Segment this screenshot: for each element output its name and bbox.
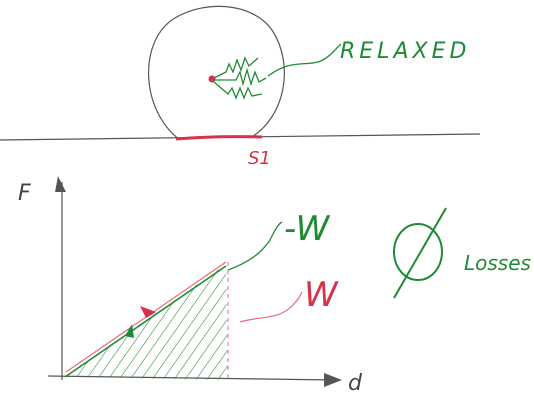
- no-losses-annotation: Losses: [393, 207, 531, 299]
- spring-icon: [213, 56, 267, 100]
- empty-set-circle: [393, 223, 443, 281]
- force-distance-plot: F d -W W Losses: [18, 176, 531, 396]
- wheel-circle: [147, 5, 285, 141]
- force-axis-label: F: [18, 181, 31, 206]
- unloading-arrow-icon: [140, 306, 156, 318]
- force-axis-arrowhead: [55, 176, 66, 192]
- empty-set-slash: [393, 207, 447, 299]
- relaxed-leader: [267, 43, 342, 77]
- relaxed-label: RELAXED: [340, 39, 470, 64]
- work-leader: [239, 291, 303, 323]
- loading-line: [64, 265, 227, 378]
- negative-work-label: -W: [284, 209, 331, 249]
- losses-label: Losses: [464, 251, 531, 275]
- distance-axis-arrowhead: [324, 373, 342, 387]
- loading-arrow-icon: [125, 324, 134, 338]
- contact-patch-label: S1: [248, 148, 271, 169]
- distance-axis-label: d: [348, 371, 363, 396]
- hub-point: [208, 75, 216, 83]
- negative-work-leader: [227, 221, 283, 271]
- work-label: W: [304, 275, 339, 315]
- wheel-sketch: RELAXED S1: [0, 5, 481, 169]
- contact-patch: [175, 135, 263, 141]
